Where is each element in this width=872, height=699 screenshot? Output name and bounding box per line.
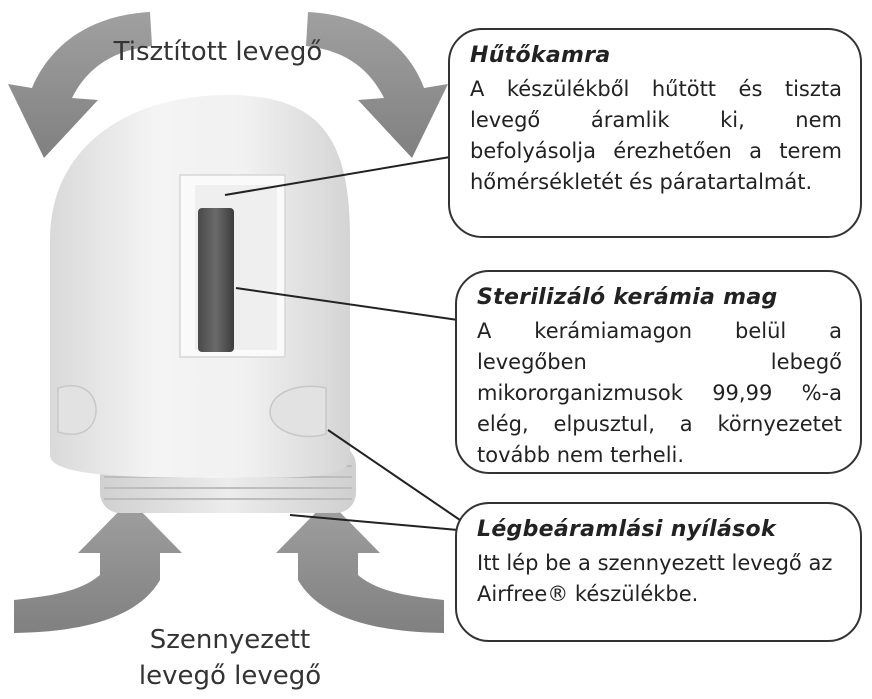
label-polluted-air: Szennyezett levegő levegő [100, 622, 360, 694]
callout-intake-vents-title: Légbeáramlási nyílások [477, 517, 776, 542]
side-vent-left [57, 385, 97, 435]
callout-cooling-chamber-title: Hűtőkamra [470, 43, 611, 68]
label-polluted-air-line2: levegő levegő [138, 661, 322, 691]
label-polluted-air-line1: Szennyezett [149, 625, 311, 655]
pointer-cooling-chamber [224, 156, 451, 196]
callout-intake-vents-text: Itt lép be a szennyezett levegő az Airfr… [477, 551, 833, 606]
outflow-arrow-left [8, 12, 152, 158]
callout-ceramic-core-text: A kerámiamagon belül a levegőben lebegő … [477, 319, 842, 467]
callout-cooling-chamber-text: A készülékből hűtött és tiszta levegő ár… [470, 77, 842, 194]
side-vent-right [269, 385, 327, 438]
callout-cooling-chamber: Hűtőkamra A készülékből hűtött és tiszta… [448, 28, 862, 238]
pointer-intake-vents [327, 429, 461, 521]
label-purified-air: Tisztított levegő [113, 37, 323, 67]
callout-ceramic-core: Sterilizáló kerámia mag A kerámiamagon b… [455, 270, 862, 474]
intake-arrow-left-shape [14, 500, 182, 633]
callout-ceramic-core-title: Sterilizáló kerámia mag [477, 285, 778, 310]
ceramic-core [198, 208, 234, 352]
intake-arrow-right-shape [276, 500, 444, 633]
pointer-ceramic-core [235, 287, 459, 321]
outflow-arrow-right [306, 12, 448, 158]
callout-intake-vents: Légbeáramlási nyílások Itt lép be a szen… [455, 502, 862, 642]
pointer-intake-base [289, 514, 459, 531]
